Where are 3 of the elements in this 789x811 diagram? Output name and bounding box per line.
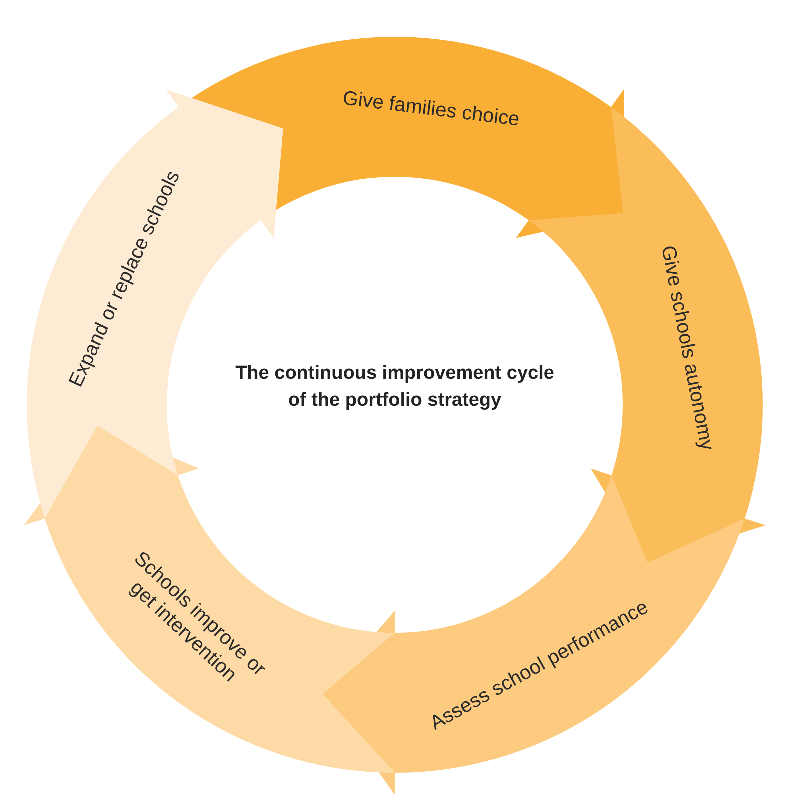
step-label: Give schools autonomy [656,242,720,454]
center-title: The continuous improvement cycle of the portfolio strategy [234,362,556,413]
step-label: Give families choice [340,86,522,133]
